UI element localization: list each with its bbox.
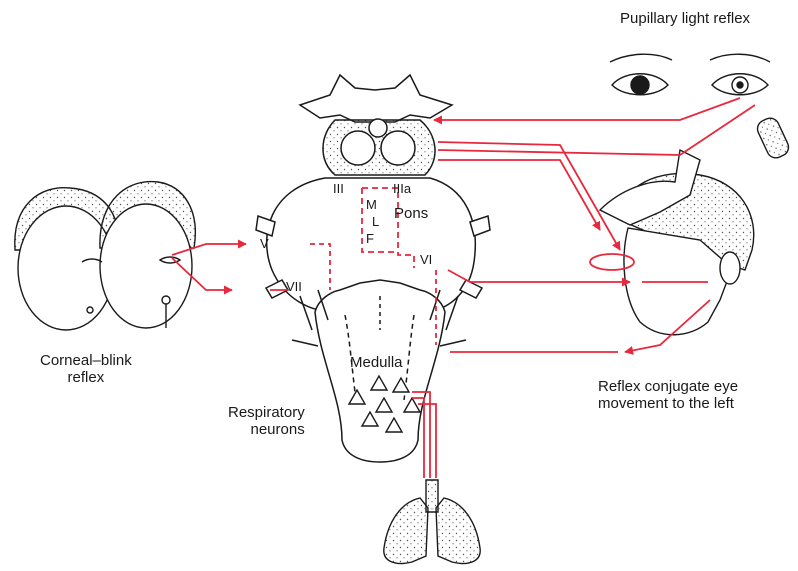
cranial-nerve-iiia-label: IIIa bbox=[393, 182, 411, 197]
cranial-nerve-vii-label: VII bbox=[286, 280, 302, 295]
corneal-blink-faces bbox=[15, 182, 196, 330]
lungs-drawing bbox=[384, 480, 480, 563]
corneal-blink-label: Corneal–blink reflex bbox=[40, 352, 132, 387]
tear-drop bbox=[87, 307, 93, 313]
rootlet-5 bbox=[292, 340, 318, 346]
cotton-swab-tip bbox=[162, 296, 170, 304]
left-lung bbox=[384, 498, 428, 563]
left-cerebral-peduncle bbox=[341, 131, 375, 165]
pupillary-eyes bbox=[610, 54, 791, 161]
face-right bbox=[100, 204, 192, 328]
cranial-nerve-iii-label: III bbox=[333, 182, 344, 197]
right-lung bbox=[436, 498, 480, 563]
respiratory-line2: neurons bbox=[228, 421, 305, 438]
right-cerebral-peduncle bbox=[381, 131, 415, 165]
conjugate-face bbox=[600, 150, 754, 335]
pons-label: Pons bbox=[394, 205, 428, 222]
brow-right bbox=[710, 54, 770, 62]
brow-left bbox=[610, 54, 672, 62]
vi-efferent-arrow bbox=[448, 270, 630, 282]
right-trigeminal-stub bbox=[470, 216, 490, 236]
medulla-label: Medulla bbox=[350, 354, 403, 371]
corneal-blink-line1: Corneal–blink bbox=[40, 352, 132, 369]
pupillary-path-2 bbox=[438, 105, 755, 155]
optic-chiasm bbox=[300, 75, 452, 122]
mammillary-body bbox=[369, 119, 387, 137]
corneal-blink-line2: reflex bbox=[40, 369, 132, 386]
mlf-f: F bbox=[366, 230, 379, 247]
mlf-l: L bbox=[366, 213, 379, 230]
left-iris bbox=[631, 76, 649, 94]
respiratory-neurons-label: Respiratory neurons bbox=[228, 404, 305, 439]
mlf-m: M bbox=[366, 196, 379, 213]
pupillary-afferent-arrow bbox=[434, 98, 740, 120]
penlight bbox=[755, 115, 792, 161]
cranial-nerve-vi-label: VI bbox=[420, 253, 432, 268]
conjugate-movement-label: Reflex conjugate eye movement to the lef… bbox=[598, 378, 738, 413]
rootlet-6 bbox=[440, 340, 466, 346]
pupillary-light-reflex-label: Pupillary light reflex bbox=[620, 10, 750, 27]
ear bbox=[720, 252, 740, 284]
cranial-nerve-v-label: V bbox=[260, 237, 269, 252]
conjugate-line1: Reflex conjugate eye bbox=[598, 378, 738, 395]
mlf-label: M L F bbox=[366, 196, 379, 247]
respiratory-line1: Respiratory bbox=[228, 404, 305, 421]
conjugate-line2: movement to the left bbox=[598, 395, 738, 412]
right-pupil bbox=[737, 82, 743, 88]
